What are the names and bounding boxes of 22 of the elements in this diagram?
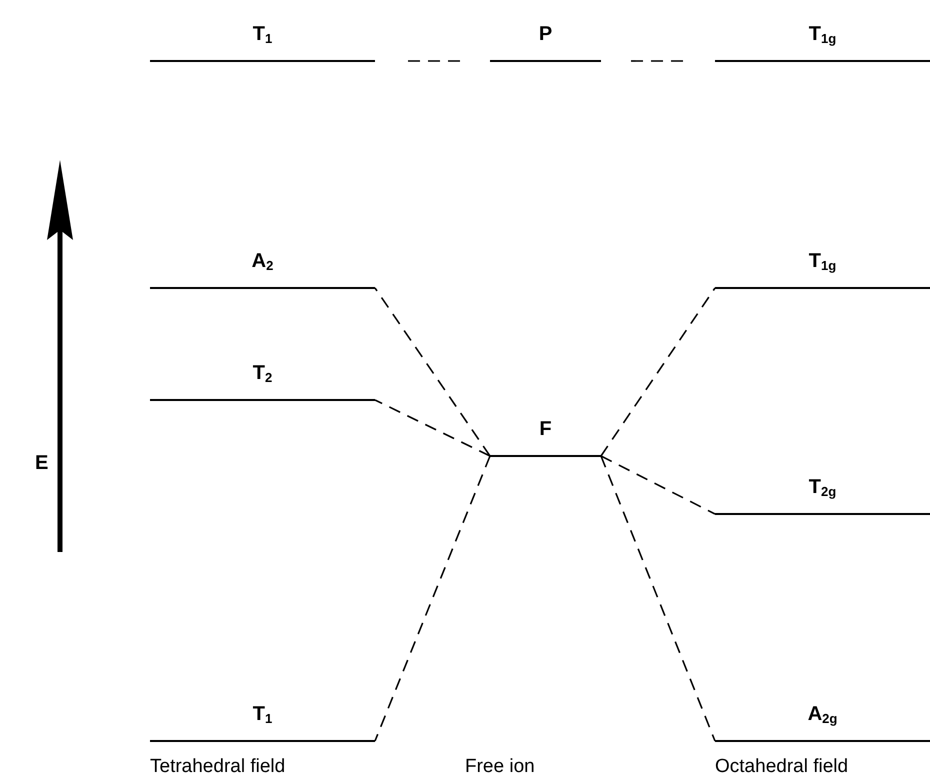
dashed-connector	[600, 456, 716, 742]
term-symbol: A$_{2g}$	[808, 702, 838, 728]
column-label: Free ion	[465, 756, 535, 778]
dashed-connector	[405, 60, 460, 62]
dashed-connector	[374, 399, 490, 457]
dashed-connector	[600, 455, 716, 515]
term-symbol: P	[538, 22, 552, 46]
dashed-connector	[600, 288, 716, 456]
column-label: Tetrahedral field	[150, 756, 286, 778]
column-label: Octahedral field	[715, 756, 848, 778]
term-symbol: T$_{1g}$	[808, 249, 836, 275]
dashed-connector	[374, 288, 491, 456]
term-symbol: T$_{1}$	[252, 22, 272, 48]
term-symbol: F	[539, 417, 552, 441]
dashed-connector	[374, 456, 491, 742]
term-symbol: T$_{2g}$	[808, 475, 836, 501]
term-symbol: A$_{2}$	[252, 249, 274, 275]
dashed-connector	[631, 60, 685, 62]
axis-label: E	[35, 452, 48, 475]
term-symbol: T$_{2}$	[252, 361, 272, 387]
term-symbol: T$_{1g}$	[808, 22, 836, 48]
term-symbol: T$_{1}$	[252, 702, 272, 728]
